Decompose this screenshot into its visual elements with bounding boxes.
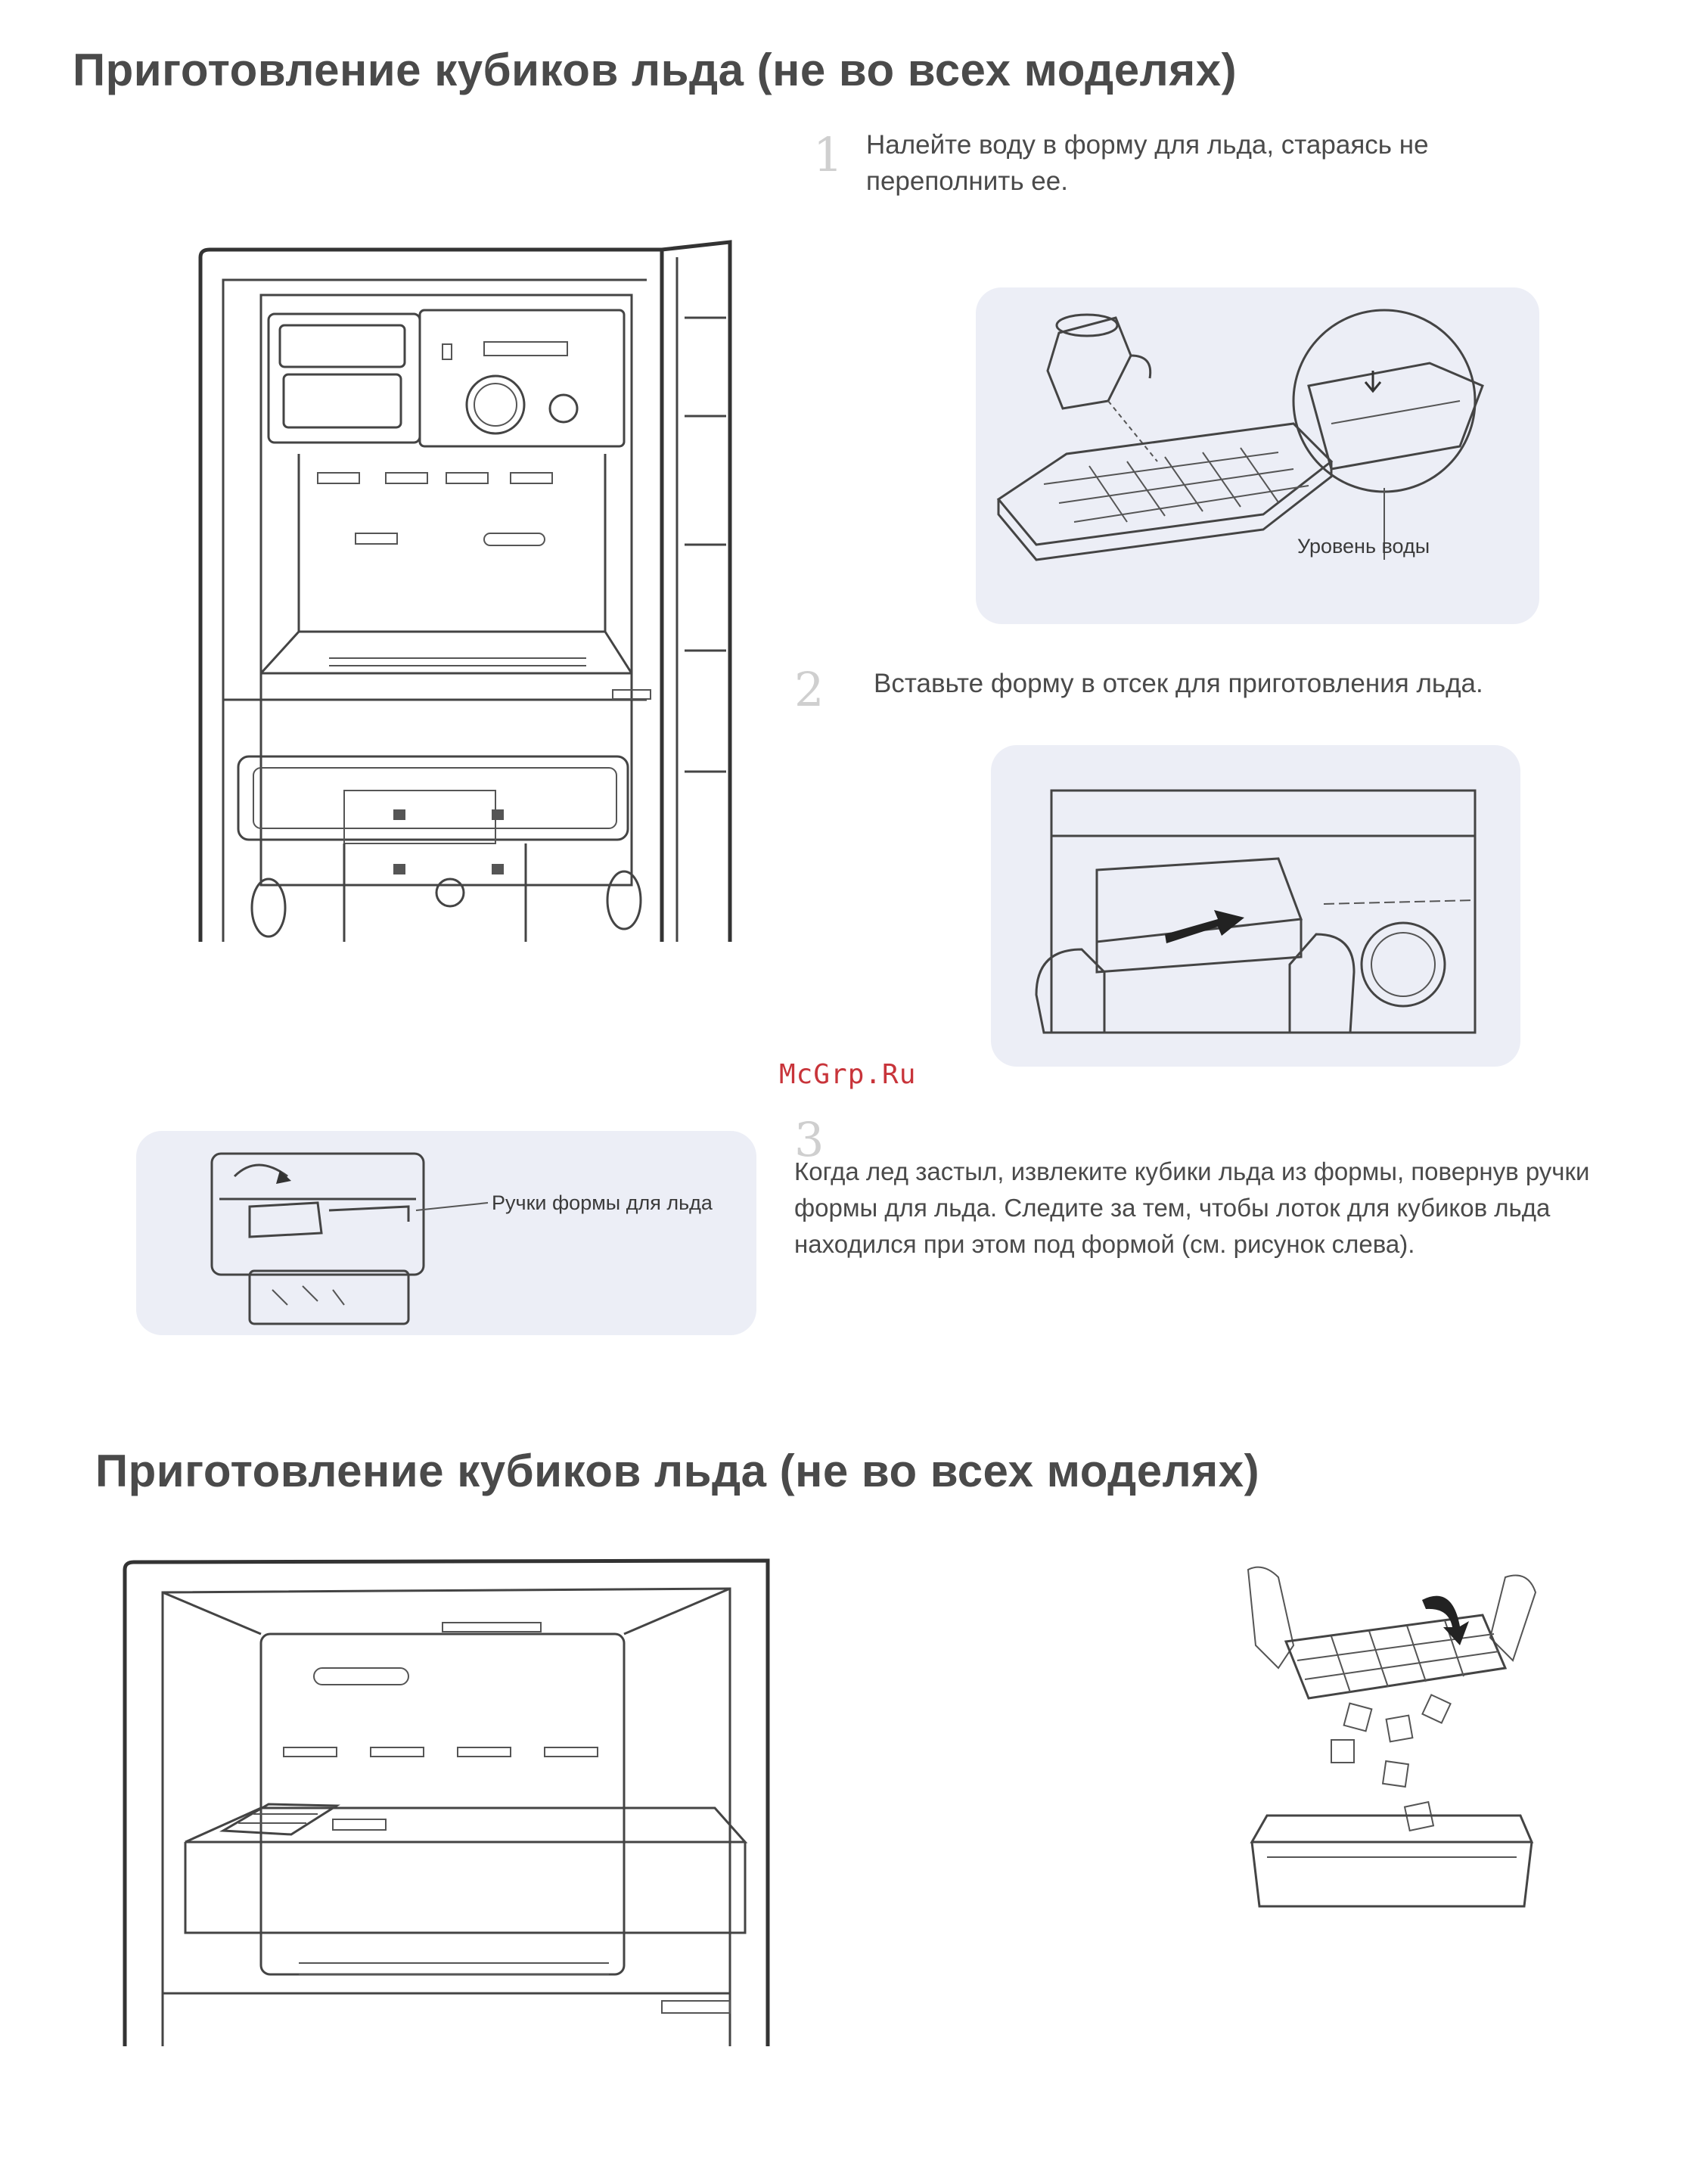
section-title-top: Приготовление кубиков льда (не во всех м… (73, 45, 1238, 95)
step-2-text: Вставьте форму в отсек для приготовления… (874, 669, 1483, 698)
twist-ice-tray-illustration (210, 1152, 489, 1325)
fridge-interior-illustration (193, 227, 732, 942)
fill-tray-panel: Уровень воды (976, 287, 1539, 624)
ice-cubes-dropping-illustration (1233, 1555, 1551, 1910)
step-3-number: 3 (794, 1112, 824, 1167)
insert-tray-panel (991, 745, 1520, 1067)
step-1-number: 1 (813, 127, 843, 182)
water-level-label: Уровень воды (1297, 535, 1430, 558)
watermark: McGrp.Ru (779, 1059, 917, 1090)
tray-handles-label: Ручки формы для льда (492, 1191, 713, 1214)
step-2-number: 2 (794, 662, 824, 717)
section-title-bottom: Приготовление кубиков льда (не во всех м… (95, 1446, 1260, 1496)
hands-inserting-tray-illustration (1035, 789, 1477, 1034)
step-1-text: Налейте воду в форму для льда, стараясь … (866, 130, 1429, 196)
water-pitcher-illustration (996, 309, 1484, 561)
freezer-compartment-illustration (123, 1555, 775, 2046)
step-3-text: Когда лед застыл, извлеките кубики льда … (794, 1157, 1590, 1258)
twist-tray-panel: Ручки формы для льда (136, 1131, 756, 1335)
